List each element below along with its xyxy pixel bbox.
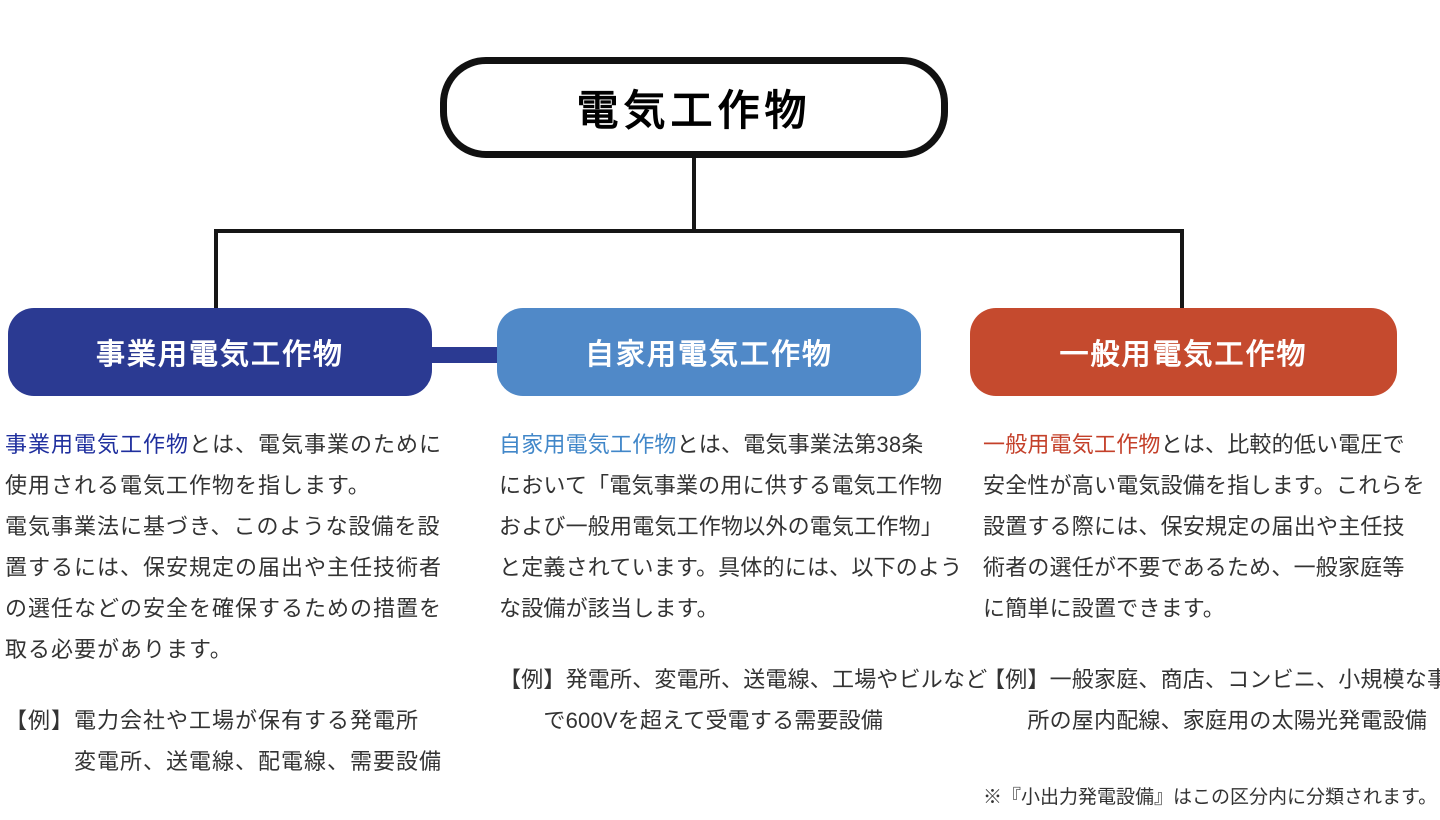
business-example: 【例】電力会社や工場が保有する発電所 変電所、送電線、配電線、需要設備: [5, 708, 443, 774]
category-pill-business: 事業用電気工作物: [8, 308, 432, 396]
category-pill-private: 自家用電気工作物: [497, 308, 921, 396]
description-column-general: 一般用電気工作物とは、比較的低い電圧で 安全性が高い電気設備を指します。これらを…: [983, 424, 1440, 818]
root-node-label: 電気工作物: [576, 87, 812, 134]
description-column-private: 自家用電気工作物とは、電気事業法第38条 において「電気事業の用に供する電気工作…: [499, 424, 988, 741]
connector-horizontal-line: [214, 229, 1184, 233]
general-example: 【例】一般家庭、商店、コンビニ、小規模な事務 所の屋内配線、家庭用の太陽光発電設…: [983, 667, 1440, 733]
connector-left-vertical-line: [214, 229, 218, 309]
general-description: 一般用電気工作物とは、比較的低い電圧で 安全性が高い電気設備を指します。これらを…: [983, 424, 1428, 629]
general-lead-term: 一般用電気工作物: [983, 432, 1161, 457]
connector-root-vertical-line: [692, 155, 696, 233]
category-pill-business-label: 事業用電気工作物: [95, 339, 344, 371]
private-body-text: とは、電気事業法第38条 において「電気事業の用に供する電気工作物 および一般用…: [499, 432, 963, 621]
category-pill-general-label: 一般用電気工作物: [1059, 339, 1308, 371]
small-output-generation-note: ※『小出力発電設備』はこの区分内に分類されます。: [983, 787, 1438, 808]
category-pill-general: 一般用電気工作物: [970, 308, 1397, 396]
general-body-text: とは、比較的低い電圧で 安全性が高い電気設備を指します。これらを 設置する際には…: [983, 432, 1425, 621]
private-lead-term: 自家用電気工作物: [499, 432, 677, 457]
connector-business-private-bridge: [430, 347, 499, 363]
business-lead-term: 事業用電気工作物: [5, 432, 190, 457]
business-description: 事業用電気工作物とは、電気事業のために 使用される電気工作物を指します。 電気事…: [5, 424, 457, 670]
root-node-denki-kousakubutsu: 電気工作物: [440, 57, 948, 158]
category-pill-private-label: 自家用電気工作物: [584, 339, 833, 371]
connector-right-vertical-line: [1180, 229, 1184, 309]
business-body-text: とは、電気事業のために 使用される電気工作物を指します。 電気事業法に基づき、こ…: [5, 432, 443, 662]
private-description: 自家用電気工作物とは、電気事業法第38条 において「電気事業の用に供する電気工作…: [499, 424, 962, 629]
description-column-business: 事業用電気工作物とは、電気事業のために 使用される電気工作物を指します。 電気事…: [5, 424, 457, 782]
private-example: 【例】発電所、変電所、送電線、工場やビルなど で600Vを超えて受電する需要設備: [499, 667, 988, 733]
